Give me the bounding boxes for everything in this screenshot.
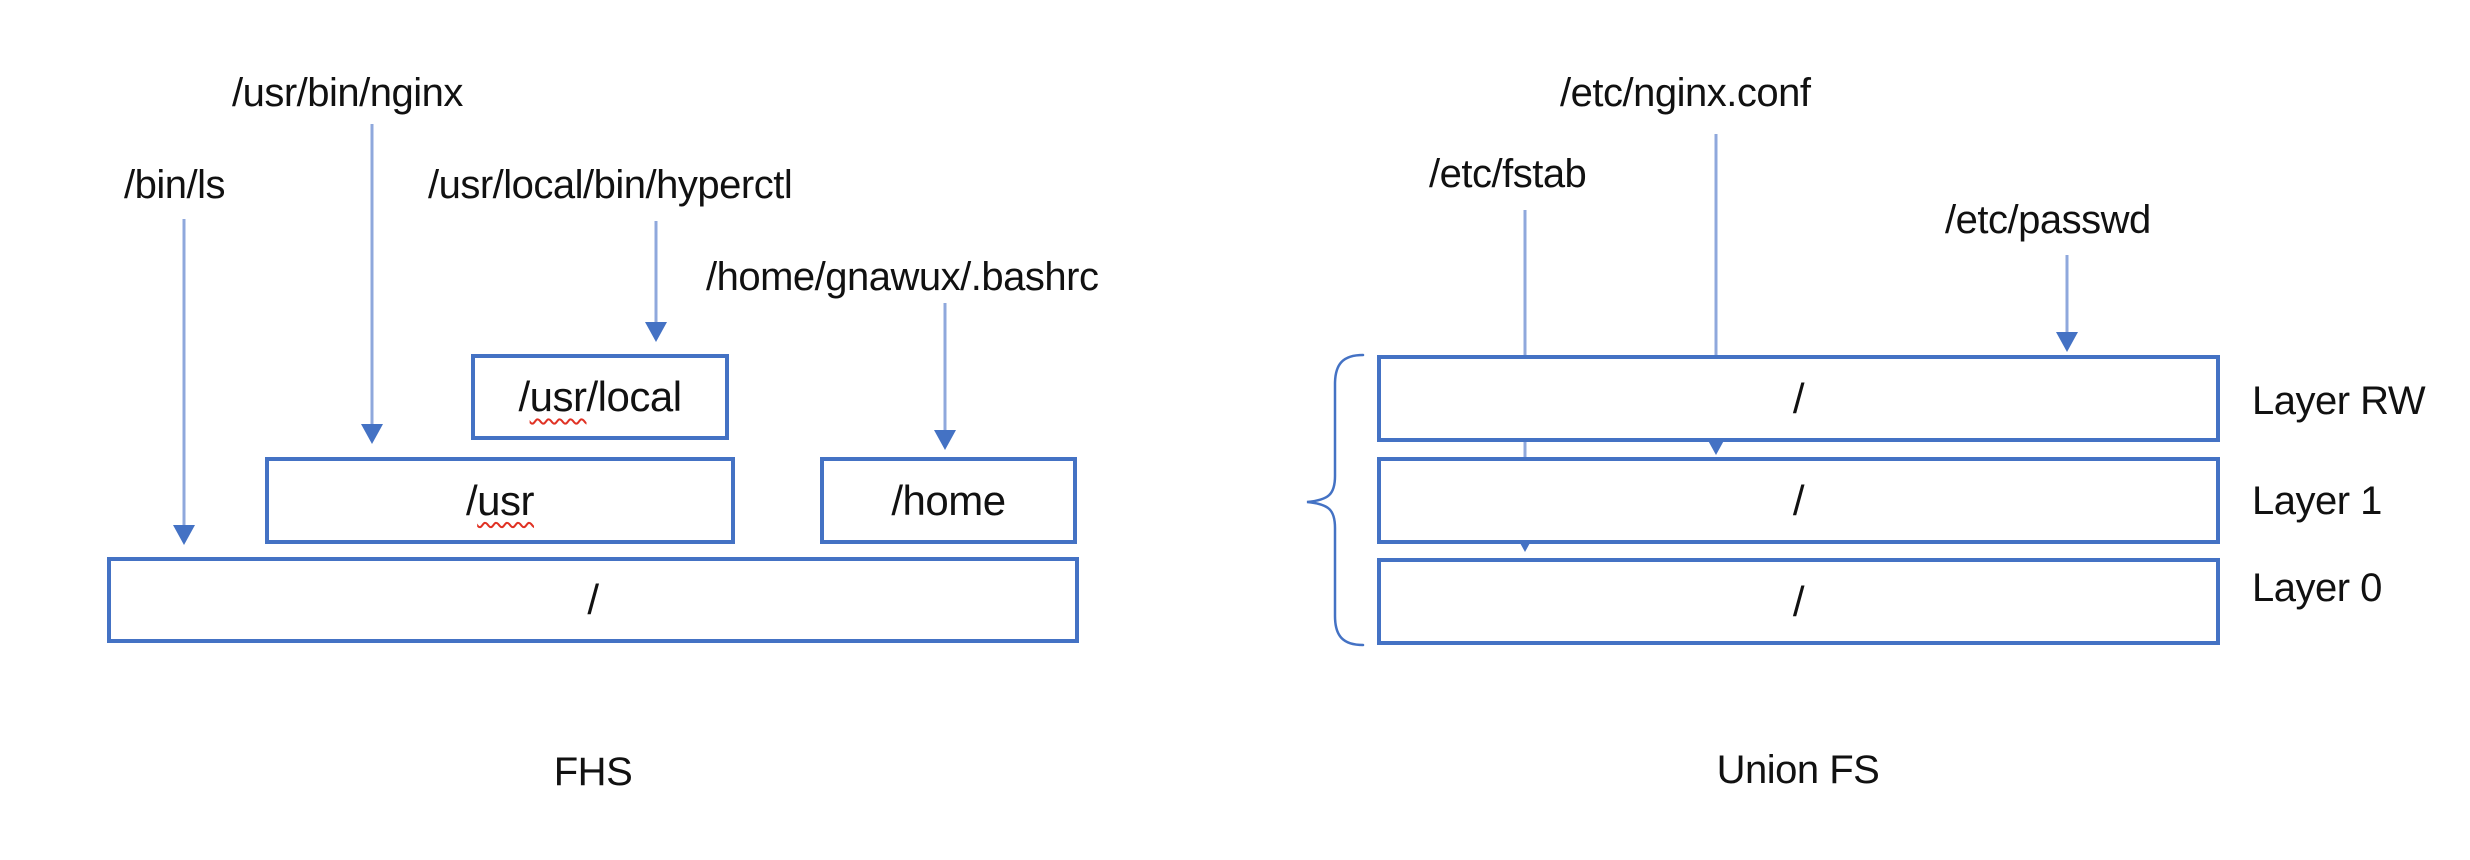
usr-local-bin-hyperctl-arrow (645, 221, 667, 342)
etc-passwd-arrow (2056, 255, 2078, 352)
arrow-head-icon (934, 430, 956, 450)
fhs-box-usr-local-label: /usr/local (518, 373, 682, 421)
unionfs-box-layer-1: / (1377, 457, 2220, 544)
unionfs-box-layer-rw: / (1377, 355, 2220, 442)
unionfs-box-layer-rw-label: / (1792, 374, 1805, 422)
fhs-box-root-label: / (587, 576, 599, 623)
unionfs-box-layer-0: / (1377, 558, 2220, 645)
unionfs-label-etc-passwd: /etc/passwd (1945, 198, 2151, 242)
arrow-shaft (2065, 255, 2069, 336)
fhs-caption: FHS (553, 750, 633, 794)
unionfs-label-etc-nginx-conf: /etc/nginx.conf (1560, 71, 1811, 115)
arrow-head-icon (173, 525, 195, 545)
fhs-label-bin-ls: /bin/ls (124, 163, 226, 207)
path-segment: / (518, 373, 530, 420)
unionfs-caption: Union FS (1716, 748, 1880, 792)
arrow-shaft (943, 303, 947, 434)
bin-ls-arrow (173, 219, 195, 545)
layer-0-label: Layer 0 (2252, 566, 2382, 610)
unionfs-box-layer-0-label: / (1792, 577, 1805, 625)
fhs-label-usr-local-bin-hyperctl: /usr/local/bin/hyperctl (428, 163, 793, 207)
path-segment-spellcheck: usr (477, 476, 535, 524)
fhs-box-usr-local: /usr/local (471, 354, 729, 440)
layer-rw-label: Layer RW (2252, 379, 2426, 423)
arrow-shaft (370, 124, 374, 428)
arrow-shaft (654, 221, 658, 326)
curly-brace-icon (1306, 353, 1365, 647)
path-segment: / (465, 476, 478, 524)
fhs-box-root: / (107, 557, 1079, 643)
arrow-shaft (182, 219, 186, 529)
usr-bin-nginx-arrow (361, 124, 383, 444)
fhs-box-home-label: /home (891, 476, 1006, 524)
arrow-head-icon (645, 322, 667, 342)
fhs-label-usr-bin-nginx: /usr/bin/nginx (232, 71, 463, 115)
path-segment-spellcheck: usr (529, 373, 587, 420)
fhs-box-usr-label: /usr (465, 476, 535, 525)
unionfs-box-layer-1-label: / (1792, 476, 1805, 524)
path-segment: /local (586, 373, 682, 420)
fhs-box-home: /home (820, 457, 1077, 544)
arrow-head-icon (361, 424, 383, 444)
arrow-shaft (1714, 134, 1718, 439)
fhs-box-usr: /usr (265, 457, 735, 544)
layer-1-label: Layer 1 (2252, 479, 2382, 523)
arrow-head-icon (2056, 332, 2078, 352)
unionfs-label-etc-fstab: /etc/fstab (1429, 152, 1587, 196)
home-gnawux-bashrc-arrow (934, 303, 956, 450)
fhs-label-home-gnawux-bashrc: /home/gnawux/.bashrc (706, 255, 1099, 299)
